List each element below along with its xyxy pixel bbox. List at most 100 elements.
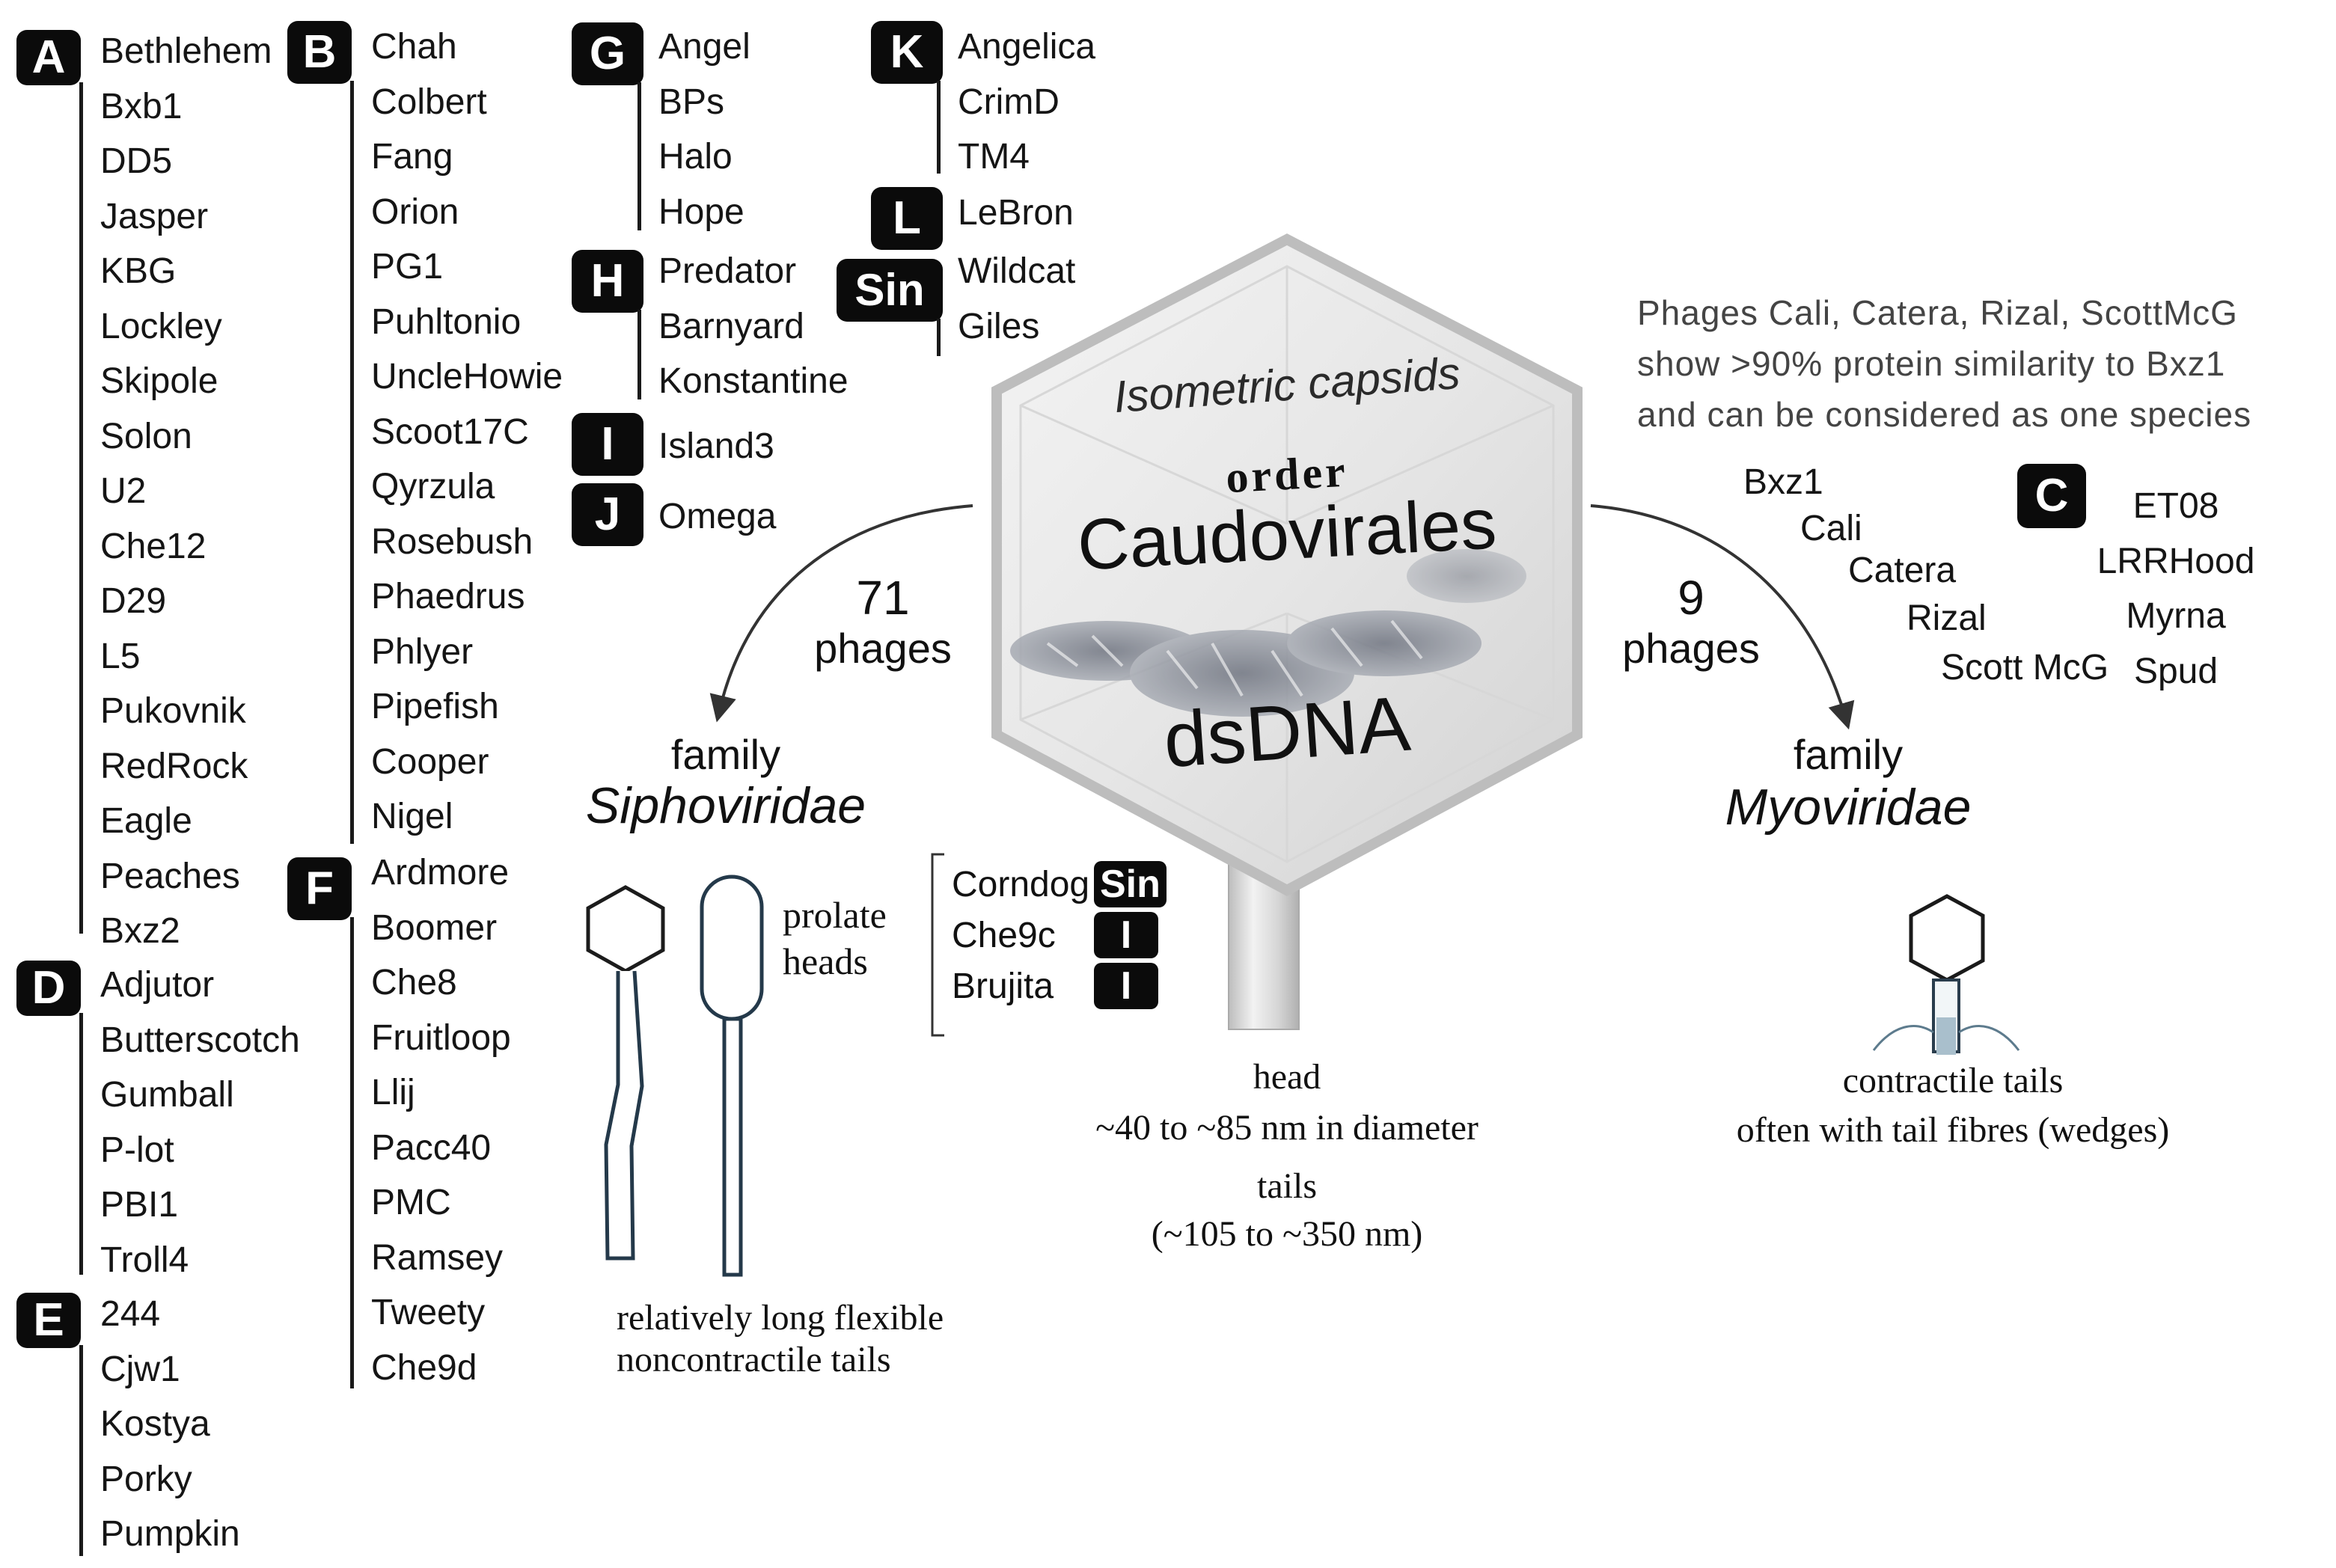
cluster-a-badge: A xyxy=(16,30,81,85)
phage-name: Hope xyxy=(658,192,744,232)
phage-name: L5 xyxy=(100,636,141,676)
cluster-i-badge: I xyxy=(572,413,643,476)
phage-name: Cjw1 xyxy=(100,1349,180,1389)
sipho-tail-line-2: noncontractile tails xyxy=(617,1340,891,1379)
phage-name: LRRHood xyxy=(2097,541,2255,581)
phage-name: Pacc40 xyxy=(371,1127,492,1168)
dna-helix-graphic xyxy=(1010,549,1526,717)
cluster-i-phage-list: Island3 xyxy=(658,419,774,474)
cluster-h-badge: H xyxy=(572,250,643,313)
cluster-k-badge: K xyxy=(871,21,943,84)
phage-name: Skipole xyxy=(100,361,218,401)
prolate-line-2: heads xyxy=(783,940,868,982)
cluster-e-bracket xyxy=(79,1345,83,1556)
prolate-phage-name: Che9c xyxy=(952,915,1056,955)
phage-name: D29 xyxy=(100,581,167,621)
phage-name: Fruitloop xyxy=(371,1017,511,1058)
phage-name: Porky xyxy=(100,1459,192,1499)
prolate-phage-cluster-badge: I xyxy=(1094,912,1158,958)
cluster-j-badge: J xyxy=(572,483,643,546)
cluster-e-badge: E xyxy=(16,1293,81,1348)
cluster-j-phage-list: Omega xyxy=(658,489,776,545)
cluster-f-badge: F xyxy=(287,857,352,920)
siphoviridae-isometric-phage-icon xyxy=(586,885,665,1261)
phage-name: Qyrzula xyxy=(371,467,495,506)
phage-name: TM4 xyxy=(958,137,1030,177)
phage-name: UncleHowie xyxy=(371,357,563,396)
tails-size: (~105 to ~350 nm) xyxy=(1151,1214,1423,1254)
cluster-h-bracket xyxy=(637,310,641,399)
myoviridae-phage-icon xyxy=(1872,894,2020,1055)
phage-name: PBI1 xyxy=(100,1185,179,1225)
phage-name: Wildcat xyxy=(958,251,1076,291)
note-line-3: and can be considered as one species xyxy=(1637,395,2252,434)
phage-name: DD5 xyxy=(100,141,173,181)
cluster-l-badge: L xyxy=(871,187,943,250)
phage-name: Predator xyxy=(658,251,797,291)
phage-name: Tweety xyxy=(371,1293,486,1332)
phage-name: Scoot17C xyxy=(371,411,529,452)
phage-name: Angelica xyxy=(958,27,1096,67)
phage-name: Spud xyxy=(2133,651,2219,691)
siphoviridae-count-unit: phages xyxy=(814,625,952,672)
phage-name: Lockley xyxy=(100,306,222,346)
phage-name: BPs xyxy=(658,82,725,122)
cluster-d-bracket xyxy=(79,1013,83,1275)
phage-name: Jasper xyxy=(100,196,209,236)
cluster-k-bracket xyxy=(937,81,941,174)
cluster-d-badge: D xyxy=(16,961,81,1016)
cluster-b-badge: B xyxy=(287,21,352,84)
phage-name: Ramsey xyxy=(371,1237,504,1278)
prolate-phage-cluster-badge: Sin xyxy=(1094,861,1167,907)
prolate-phage-row: Che9c I xyxy=(952,911,1158,959)
phage-name: Bxb1 xyxy=(100,86,183,126)
phage-name: Llij xyxy=(371,1073,415,1112)
myoviridae-family-word: family xyxy=(1793,731,1904,778)
phage-name: Adjutor xyxy=(100,965,215,1005)
siphoviridae-count: 71 xyxy=(856,571,910,625)
phage-name: Peaches xyxy=(100,856,240,896)
siphoviridae-family-word: family xyxy=(670,731,781,778)
phage-name: Cooper xyxy=(371,741,489,782)
arrow-to-myoviridae xyxy=(1590,504,1855,730)
cluster-sin-badge: Sin xyxy=(837,259,943,322)
prolate-heads-label: prolate heads xyxy=(783,892,887,984)
phage-name: Bethlehem xyxy=(100,31,272,71)
phage-name: Myrna xyxy=(2126,596,2226,636)
phage-name: Giles xyxy=(958,306,1040,346)
cluster-l-phage-list: LeBron xyxy=(958,186,1074,241)
phage-name: Boomer xyxy=(371,907,498,948)
phage-name: Solon xyxy=(100,416,192,456)
arrow-to-siphoviridae xyxy=(709,504,973,723)
phage-name: Phaedrus xyxy=(371,577,525,616)
phage-name: P-lot xyxy=(100,1130,174,1170)
myo-tail-line-1: contractile tails xyxy=(1842,1061,2064,1100)
similar-phage-5: Scott McG xyxy=(1941,648,2109,687)
phage-name: Nigel xyxy=(371,797,453,836)
phage-name: KBG xyxy=(100,251,177,291)
phage-name: Ardmore xyxy=(371,853,510,892)
tails-caption: tails xyxy=(1257,1166,1317,1206)
phage-name: Bxz2 xyxy=(100,911,180,951)
phage-name: Pukovnik xyxy=(100,691,246,731)
head-caption: head xyxy=(1253,1057,1321,1097)
phage-name: Butterscotch xyxy=(100,1020,300,1060)
phage-name: Eagle xyxy=(100,801,192,841)
siphoviridae-tail-caption: relatively long flexible noncontractile … xyxy=(617,1297,944,1381)
phage-name: Gumball xyxy=(100,1075,234,1115)
phage-name: PG1 xyxy=(371,247,444,287)
phage-name: Kostya xyxy=(100,1404,210,1444)
cluster-sin-bracket xyxy=(937,319,941,356)
phage-name: Puhltonio xyxy=(371,301,522,342)
phage-name: Che9d xyxy=(371,1347,477,1388)
phage-name: 244 xyxy=(100,1294,161,1334)
phage-name: Konstantine xyxy=(658,361,849,401)
phage-name: Pumpkin xyxy=(100,1514,240,1554)
phage-name: Pipefish xyxy=(371,687,499,726)
prolate-phage-name: Corndog xyxy=(952,864,1090,904)
phage-name: Omega xyxy=(658,497,777,536)
